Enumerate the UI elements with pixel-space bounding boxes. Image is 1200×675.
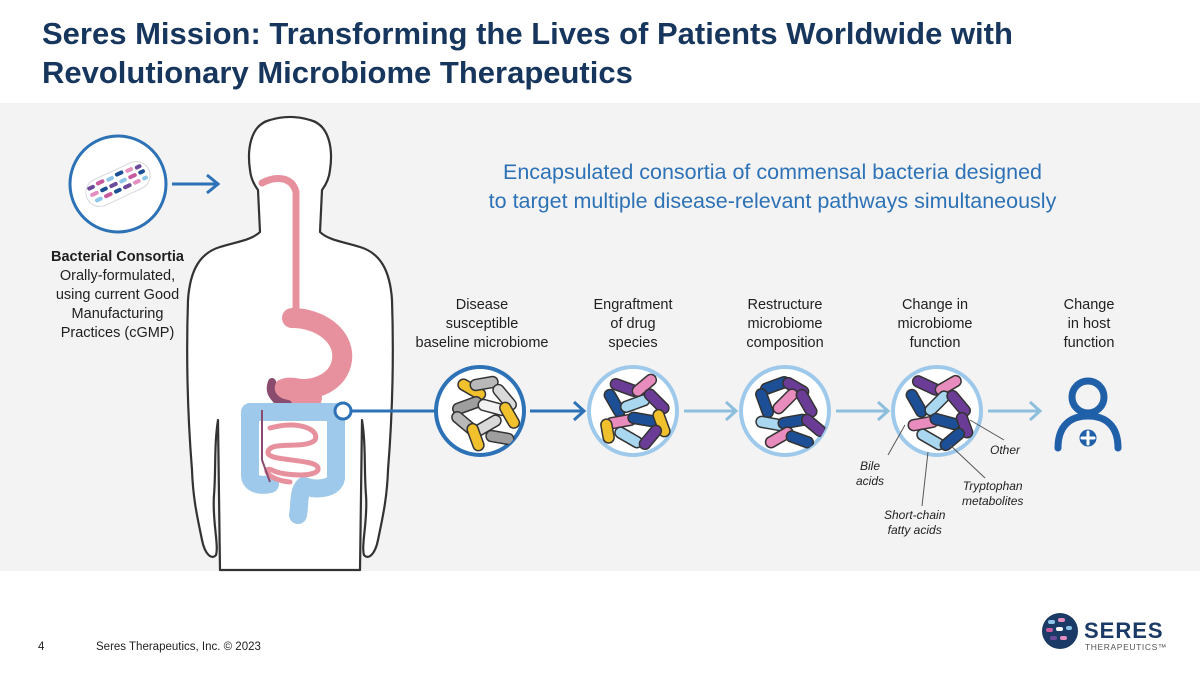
- capsule-icon: [68, 134, 168, 234]
- label-line: Tryptophan: [962, 479, 1023, 493]
- stage-baseline-label: Disease susceptible baseline microbiome: [407, 296, 557, 353]
- microbiome-function-circle: [891, 365, 983, 457]
- stage-label-line: Engraftment: [593, 297, 673, 313]
- stage-label-line: microbiome: [897, 316, 973, 332]
- arrow-3: [836, 400, 891, 422]
- seres-logo-mark: [1042, 613, 1078, 649]
- label-line: fatty acids: [887, 523, 942, 537]
- label-bile-acids: Bile acids: [856, 459, 884, 489]
- subtitle-line-1: Encapsulated consortia of commensal bact…: [502, 160, 1042, 184]
- stage-label-line: function: [1063, 335, 1115, 351]
- subtitle-line-2: to target multiple disease-relevant path…: [488, 189, 1057, 213]
- stage-label-line: composition: [746, 335, 824, 351]
- label-line: Short-chain: [884, 508, 946, 522]
- stage-label-line: Restructure: [747, 297, 823, 313]
- bacterial-consortia-caption: Bacterial Consortia Orally-formulated, u…: [30, 248, 205, 343]
- stage-label-line: Disease: [455, 297, 509, 313]
- stage-label-line: Change: [1063, 297, 1115, 313]
- consortia-line: Practices (cGMP): [60, 325, 175, 341]
- consortia-line: using current Good: [55, 287, 180, 303]
- stage-label-line: susceptible: [445, 316, 519, 332]
- stage-label-line: microbiome: [747, 316, 823, 332]
- gut-connector: [333, 401, 435, 421]
- label-other-text: Other: [990, 443, 1021, 457]
- diagram-subtitle: Encapsulated consortia of commensal bact…: [440, 158, 1105, 216]
- consortia-line: Manufacturing: [71, 306, 164, 322]
- stage-host-function-label: Change in host function: [1014, 296, 1164, 353]
- person-plus-icon: [1054, 377, 1122, 452]
- label-short-chain-fatty-acids: Short-chain fatty acids: [884, 508, 945, 538]
- arrow-4: [988, 400, 1043, 422]
- capsule-arrow: [172, 173, 221, 195]
- stage-label-line: baseline microbiome: [415, 335, 549, 351]
- arrow-2: [684, 400, 739, 422]
- baseline-microbiome-circle: [434, 365, 526, 457]
- stage-label-line: in host: [1067, 316, 1111, 332]
- logo-subtext: THERAPEUTICS™: [1085, 642, 1167, 652]
- label-line: Bile: [860, 459, 881, 473]
- label-line: acids: [856, 474, 885, 488]
- digestive-tract: [241, 175, 353, 524]
- label-other: Other: [990, 443, 1020, 458]
- page-number: 4: [38, 641, 45, 653]
- consortia-line: Orally-formulated,: [59, 268, 176, 284]
- logo-wordmark: SERES: [1084, 618, 1164, 643]
- title-line-1: Seres Mission: Transforming the Lives of…: [42, 16, 1013, 51]
- stage-engraftment-label: Engraftment of drug species: [558, 296, 708, 353]
- arrow-1: [530, 400, 587, 422]
- stage-label-line: function: [909, 335, 961, 351]
- metabolite-pointers: [887, 419, 1005, 507]
- label-line: metabolites: [962, 494, 1024, 508]
- consortia-heading: Bacterial Consortia: [51, 249, 184, 265]
- stage-microbiome-function-label: Change in microbiome function: [860, 296, 1010, 353]
- title-line-2: Revolutionary Microbiome Therapeutics: [42, 55, 633, 90]
- page-title: Seres Mission: Transforming the Lives of…: [42, 14, 1162, 92]
- engraftment-circle: [587, 365, 679, 457]
- restructure-circle: [739, 365, 831, 457]
- stage-label-line: Change in: [901, 297, 969, 313]
- label-tryptophan: Tryptophan metabolites: [962, 479, 1023, 509]
- copyright: Seres Therapeutics, Inc. © 2023: [96, 641, 261, 653]
- stage-label-line: of drug: [610, 316, 656, 332]
- stage-label-line: species: [608, 335, 658, 351]
- stage-restructure-label: Restructure microbiome composition: [710, 296, 860, 353]
